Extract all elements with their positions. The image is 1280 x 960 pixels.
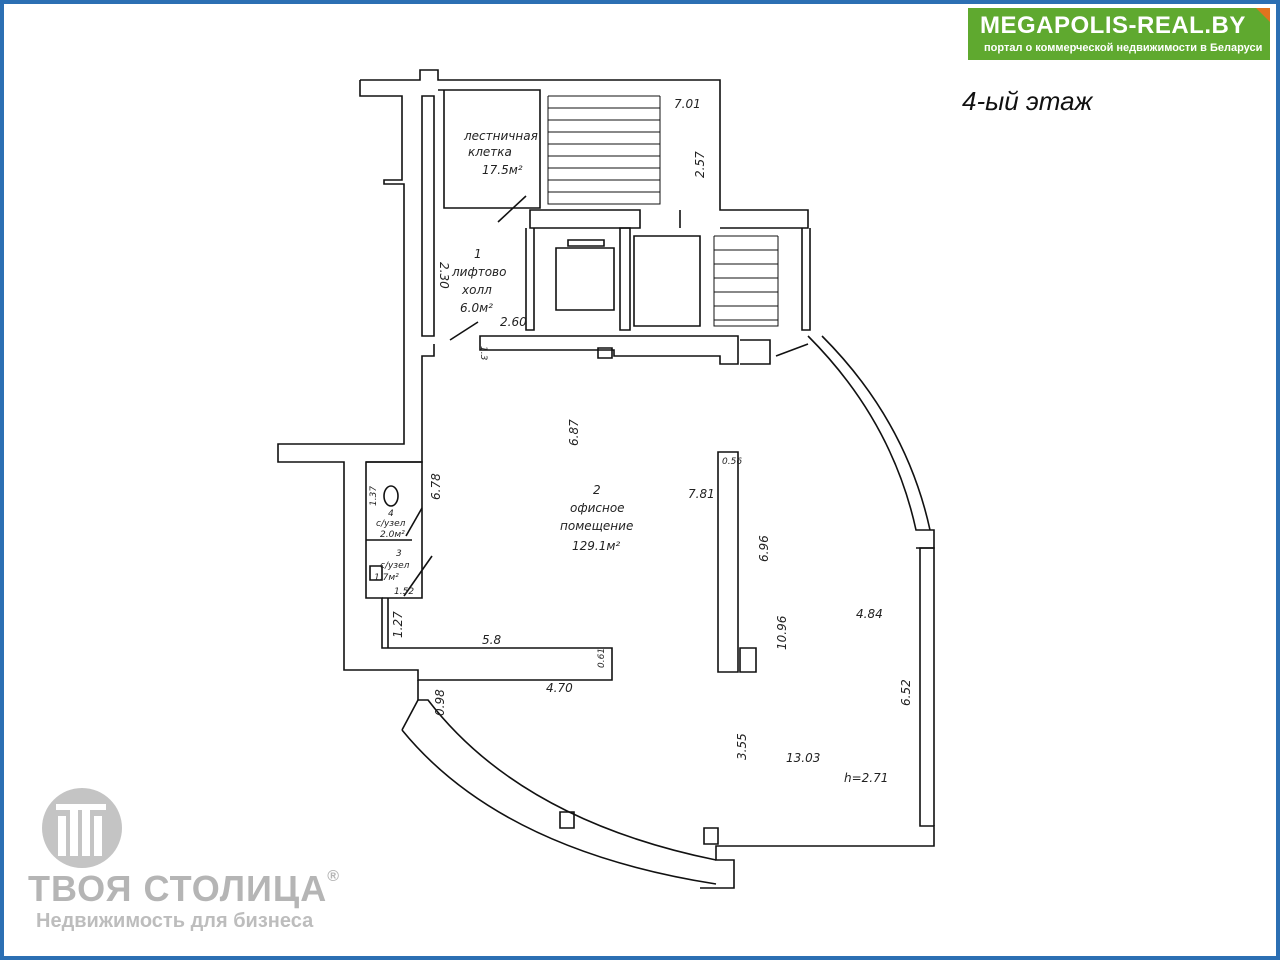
dim-col-span: 10.96 — [775, 615, 789, 650]
hall-right-wall — [525, 228, 535, 331]
door-swing-4 — [403, 555, 433, 597]
partition-1 — [529, 209, 641, 229]
office-label-2: помещение — [560, 519, 633, 533]
dim-right-b: 6.52 — [899, 679, 913, 706]
hall-area: 6.0м² — [460, 301, 493, 315]
wall-bottom-outer — [401, 729, 717, 885]
dim-ceiling: h=2.71 — [844, 771, 888, 785]
corner-column — [703, 827, 719, 845]
wc3-label: с/узел — [380, 561, 410, 571]
stair-area: 17.5м² — [482, 163, 523, 177]
wall-bottom-curve — [417, 680, 717, 861]
brand-subtitle: портал о коммерческой недвижимости в Бел… — [984, 42, 1263, 54]
dim-office-depth: 6.87 — [567, 419, 581, 446]
brand-corner-accent — [1256, 8, 1270, 22]
door-swing-1 — [497, 195, 527, 223]
watermark-tagline: Недвижимость для бизнеса — [36, 910, 314, 932]
building-logo-icon — [42, 788, 122, 868]
dim-stair-width: 7.01 — [674, 97, 701, 111]
brand-title: MEGAPOLIS-REAL.BY — [980, 12, 1246, 39]
wc4-area: 2.0м² — [380, 530, 405, 540]
wall-left — [277, 80, 613, 681]
hall-label-2: холл — [461, 283, 492, 297]
wc-block — [366, 461, 423, 599]
door-swing-2 — [449, 321, 479, 341]
dim-left-098: 0.98 — [433, 689, 447, 716]
wall-bottom-end — [401, 699, 419, 731]
office-number: 2 — [593, 483, 601, 497]
wc4-number: 4 — [388, 509, 394, 519]
dim-col-top: 0.56 — [722, 457, 742, 467]
dim-wall-stub: 0.61 — [597, 648, 607, 668]
facade-glass — [916, 547, 935, 826]
hall-label-1: лифтово — [451, 265, 506, 279]
wall-left-inner — [421, 95, 435, 337]
dim-bottom-1303: 13.03 — [786, 751, 820, 765]
stair-treads — [547, 95, 779, 327]
center-column — [717, 451, 739, 673]
dim-wc-width: 1.52 — [394, 587, 414, 597]
stair-label-1: лестничная — [463, 129, 538, 143]
stair2-right-wall — [801, 228, 811, 331]
dim-hall-width: 2.60 — [500, 315, 527, 329]
dim-col-length: 6.96 — [757, 535, 771, 562]
wc3-area: 1.7м² — [374, 573, 399, 583]
wc3-number: 3 — [396, 549, 402, 559]
corridor-end — [740, 339, 771, 365]
door-swing-5 — [405, 507, 423, 537]
lift-wall — [619, 227, 631, 331]
wall-right-facade — [700, 335, 935, 889]
dim-wc-wall: 6.78 — [429, 473, 443, 500]
dim-small-13: 1.3 — [478, 346, 488, 361]
corridor-niche — [597, 347, 613, 359]
office-area: 129.1м² — [572, 539, 620, 553]
dim-wc-small: 1.37 — [369, 486, 379, 506]
wall-top — [360, 69, 809, 229]
room-labels: лестничная клетка 17.5м² 1 лифтово холл … — [374, 129, 633, 583]
walls — [277, 69, 935, 889]
office-label-1: офисное — [570, 501, 625, 515]
dim-vert-355: 3.55 — [735, 733, 749, 760]
stair-label-2: клетка — [468, 145, 512, 159]
dim-stair-height: 2.57 — [693, 151, 707, 178]
watermark-name: ТВОЯ СТОЛИЦА® — [28, 868, 340, 910]
watermark-name-text: ТВОЯ СТОЛИЦА — [28, 868, 328, 909]
floor-title: 4-ый этаж — [962, 86, 1093, 116]
dim-right-a: 4.84 — [856, 607, 883, 621]
corridor-wall — [479, 335, 739, 365]
door-swing-3 — [775, 343, 809, 357]
center-column-base — [739, 647, 757, 673]
stair-room-outline — [438, 89, 541, 209]
watermark-registered: ® — [327, 868, 341, 885]
dim-wall-470: 4.70 — [546, 681, 573, 695]
wc4-label: с/узел — [376, 519, 406, 529]
dim-wall-58: 5.8 — [482, 633, 501, 647]
dim-center-wall: 7.81 — [688, 487, 715, 501]
dim-hall-height: 2.30 — [437, 262, 451, 289]
facade-inner — [821, 335, 931, 531]
dimension-labels: 7.01 2.57 2.30 2.60 1.3 6.87 6.78 1.37 1… — [369, 97, 913, 785]
lift-shaft-2 — [633, 235, 701, 327]
sink-fixture — [369, 565, 383, 581]
toilet-fixture — [383, 485, 399, 507]
lift-door — [567, 239, 605, 247]
brand-banner[interactable]: MEGAPOLIS-REAL.BY портал о коммерческой … — [968, 8, 1270, 60]
lift-car — [555, 247, 615, 311]
dim-lower-left: 1.27 — [391, 611, 405, 638]
curve-column — [559, 811, 575, 829]
hall-number: 1 — [474, 247, 482, 261]
